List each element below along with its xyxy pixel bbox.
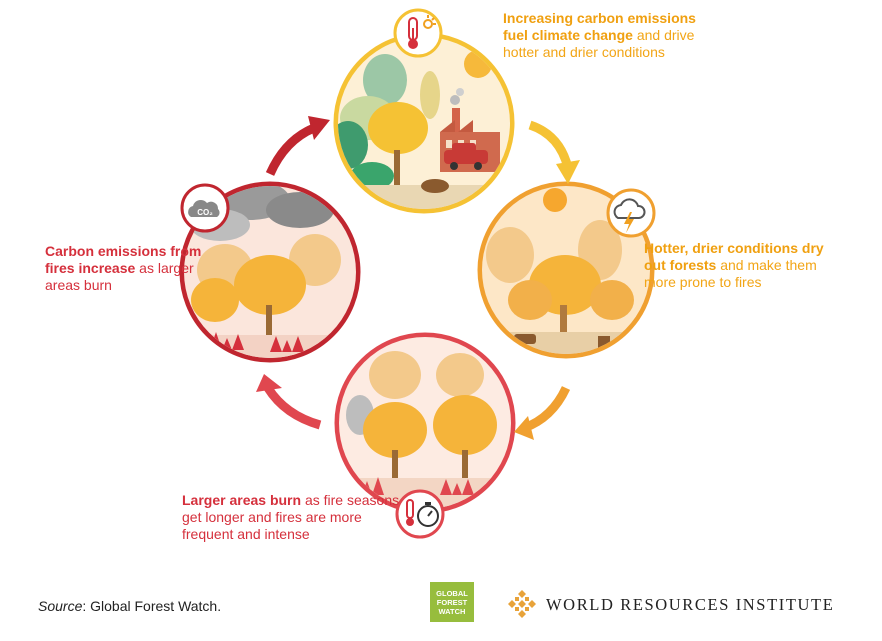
step-dry-forest-text: and make them more prone to fires bbox=[644, 257, 817, 290]
arrow-right-to-bottom bbox=[514, 385, 571, 440]
arrow-top-to-right bbox=[528, 120, 580, 184]
arrow-bottom-to-left bbox=[256, 374, 322, 430]
gfw-logo: GLOBAL FOREST WATCH bbox=[430, 582, 474, 622]
stopwatch-icon bbox=[417, 505, 439, 527]
step-dry-forest-caption: Hotter, drier conditions dry out forests… bbox=[644, 240, 844, 291]
stopwatch-thermometer-badge bbox=[395, 489, 445, 539]
circle-emissions-scene bbox=[333, 32, 515, 214]
step-fire-emissions-caption: Carbon emissions from fires increase as … bbox=[45, 243, 205, 294]
step-emissions-text: and drive hotter and drier conditions bbox=[503, 27, 695, 60]
co2-label: CO₂ bbox=[197, 208, 213, 217]
wri-wordmark: WORLD RESOURCES INSTITUTE bbox=[546, 595, 835, 614]
storm-cloud-badge bbox=[606, 188, 656, 238]
step-burn-text: as fire seasons get longer and fires are… bbox=[182, 492, 400, 542]
step-dry-forest-bold: Hotter, drier conditions dry out forests bbox=[644, 240, 824, 273]
source-text: : Global Forest Watch. bbox=[82, 598, 222, 614]
step-fire-emissions-bold: Carbon emissions from fires increase bbox=[45, 243, 202, 276]
wri-logo-icon bbox=[508, 590, 536, 618]
step-emissions-caption: Increasing carbon emissions fuel climate… bbox=[503, 10, 723, 61]
lightning-icon bbox=[624, 212, 634, 233]
step-burn-caption: Larger areas burn as fire seasons get lo… bbox=[182, 492, 402, 543]
circle-smoke-forest-scene bbox=[179, 181, 361, 363]
step-emissions-bold: Increasing carbon emissions fuel climate… bbox=[503, 10, 696, 43]
arrow-left-to-top bbox=[265, 116, 330, 176]
step-fire-emissions-text: as larger areas burn bbox=[45, 260, 194, 293]
thermometer-sun-badge bbox=[393, 8, 443, 58]
cloud-icon bbox=[613, 198, 646, 219]
car-icon bbox=[444, 143, 488, 170]
co2-cloud-badge: CO₂ bbox=[180, 183, 230, 233]
source-label: Source bbox=[38, 598, 83, 614]
step-burn-bold: Larger areas burn bbox=[182, 492, 302, 508]
source-note: Source: Global Forest Watch. bbox=[38, 598, 221, 614]
